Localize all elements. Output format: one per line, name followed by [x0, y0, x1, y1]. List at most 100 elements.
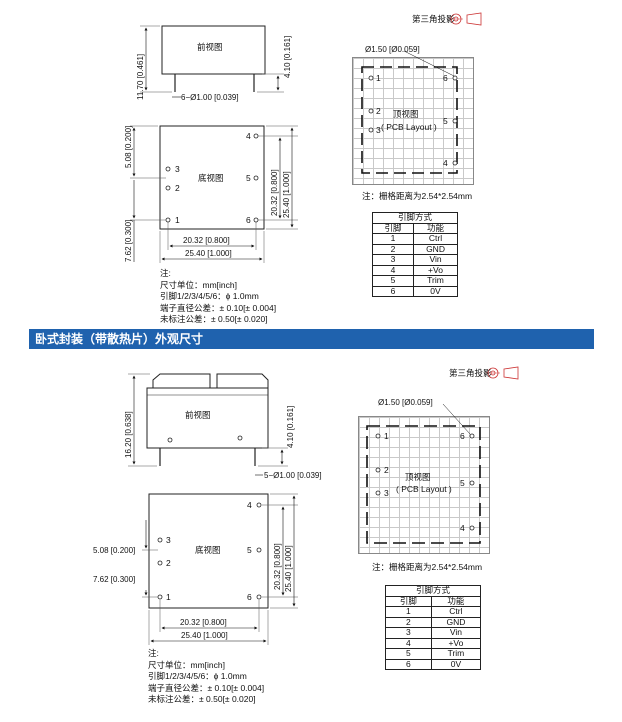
pin2-label-1: 1 — [166, 592, 171, 602]
func-cell: GND — [430, 616, 482, 628]
dim-pin-diameter-2: 5−Ø1.00 [0.039] — [264, 471, 322, 480]
func-cell: Vin — [413, 254, 458, 266]
dim-pin-length-2: 4.10 [0.161] — [286, 406, 295, 448]
func-cell: Ctrl — [413, 233, 458, 245]
projection-label-2: 第三角投影 — [449, 368, 492, 378]
bottom-view-label-2: 底视图 — [195, 545, 221, 555]
pin-col-header: 引脚 — [385, 595, 432, 607]
dim-pin-diameter: 6−Ø1.00 [0.039] — [181, 93, 239, 102]
pin-label-2: 2 — [175, 183, 180, 193]
pin-label-5: 5 — [246, 173, 251, 183]
dim-7-62-2: 7.62 [0.300] — [93, 575, 135, 584]
dim-25-40-h-2: 25.40 [1.000] — [181, 631, 228, 640]
dim-height: 11.70 [0.461] — [136, 54, 145, 100]
pcb-pin-6: 6 — [443, 73, 448, 83]
pcb-pin-3: 3 — [376, 125, 381, 135]
dim-height-2: 16.20 [0.638] — [124, 411, 133, 458]
pcb-layout-2 — [366, 403, 481, 544]
projection-symbol-2 — [486, 366, 519, 380]
note-line: 注: — [160, 268, 171, 278]
func-cell: +Vo — [413, 264, 458, 276]
func-cell: Ctrl — [430, 606, 482, 618]
note-line: 端子直径公差：± 0.10[± 0.004] — [160, 302, 277, 313]
pin-cell: 2 — [385, 616, 432, 628]
pin2-label-5: 5 — [247, 545, 252, 555]
func-col-header: 功能 — [413, 222, 458, 234]
pin-cell: 1 — [385, 606, 432, 618]
dim-20-32-h-2: 20.32 [0.800] — [180, 618, 227, 627]
pin2-label-2: 2 — [166, 558, 171, 568]
bottom-view-label: 底视图 — [198, 173, 224, 183]
dim-20-32-h: 20.32 [0.800] — [183, 236, 230, 245]
func-col-header: 功能 — [430, 595, 482, 607]
front-view-label: 前视图 — [197, 42, 223, 52]
bottom-view-2 — [142, 493, 298, 645]
pin-label-6: 6 — [246, 215, 251, 225]
pin-cell: 6 — [385, 658, 432, 670]
pin-table-title: 引脚方式 — [385, 585, 481, 597]
pin-cell: 5 — [371, 275, 415, 287]
func-cell: +Vo — [430, 637, 482, 649]
dim-7-62: 7.62 [0.300] — [124, 220, 133, 262]
front-view — [140, 25, 284, 98]
pcb-layout — [361, 50, 458, 174]
pcb-pin-5: 5 — [443, 116, 448, 126]
pin-label-4: 4 — [246, 131, 251, 141]
dim-25-40-v-2: 25.40 [1.000] — [284, 545, 293, 592]
note-line: 端子直径公差：± 0.10[± 0.004] — [148, 682, 265, 693]
notes-bottom: 注: 尺寸单位：mm[inch] 引脚1/2/3/4/5/6：ϕ 1.0mm 端… — [148, 648, 264, 706]
func-cell: Vin — [430, 627, 482, 639]
pcb-hole-dim: Ø1.50 [Ø0.059] — [365, 45, 420, 54]
grid-note-2: 注：栅格距离为2.54*2.54mm — [372, 562, 482, 572]
func-cell: Trim — [430, 648, 482, 660]
pin-cell: 2 — [371, 243, 415, 255]
pin-table-title: 引脚方式 — [372, 212, 458, 224]
pin-cell: 3 — [371, 254, 415, 266]
pcb-hole-dim-2: Ø1.50 [Ø0.059] — [378, 398, 433, 407]
dim-20-32-v-2: 20.32 [0.800] — [273, 543, 282, 590]
pcb2-pin-3: 3 — [384, 488, 389, 498]
note-line: 未标注公差：± 0.50[± 0.020] — [160, 314, 268, 324]
pin2-label-3: 3 — [166, 535, 171, 545]
pin-cell: 6 — [371, 285, 415, 297]
pcb-layout-label: ( PCB Layout ) — [381, 122, 437, 132]
top-view-label-2: 顶视图 — [405, 472, 431, 482]
pcb2-pin-6: 6 — [460, 431, 465, 441]
bottom-view — [130, 125, 298, 263]
projection-label: 第三角投影 — [412, 14, 455, 24]
front-view-label-2: 前视图 — [185, 410, 211, 420]
note-line: 引脚1/2/3/4/5/6：ϕ 1.0mm — [160, 291, 259, 301]
pin-cell: 1 — [371, 233, 415, 245]
front-view-2 — [128, 373, 288, 476]
top-view-label: 顶视图 — [393, 109, 419, 119]
pcb2-pin-1: 1 — [384, 431, 389, 441]
table-row: 4+Vo — [371, 264, 458, 276]
dim-20-32-v: 20.32 [0.800] — [270, 169, 279, 216]
pcb-pin-2: 2 — [376, 106, 381, 116]
note-line: 注: — [148, 648, 159, 658]
dim-pin-length: 4.10 [0.161] — [283, 36, 292, 78]
dim-25-40-v: 25.40 [1.000] — [282, 171, 291, 218]
pin2-label-6: 6 — [247, 592, 252, 602]
pin-label-3: 3 — [175, 164, 180, 174]
pcb-layout-label-2: ( PCB Layout ) — [396, 484, 452, 494]
pin-cell: 3 — [385, 627, 432, 639]
note-line: 尺寸单位：mm[inch] — [160, 279, 237, 290]
note-line: 引脚1/2/3/4/5/6：ϕ 1.0mm — [148, 671, 247, 681]
dim-5-08: 5.08 [0.200] — [124, 126, 133, 168]
func-cell: Trim — [413, 275, 458, 287]
notes-top: 注: 尺寸单位：mm[inch] 引脚1/2/3/4/5/6：ϕ 1.0mm 端… — [160, 268, 276, 326]
pcb-pin-1: 1 — [376, 73, 381, 83]
func-cell: GND — [413, 243, 458, 255]
func-cell: 0V — [413, 285, 458, 297]
pcb2-pin-2: 2 — [384, 465, 389, 475]
pcb-pin-4: 4 — [443, 158, 448, 168]
